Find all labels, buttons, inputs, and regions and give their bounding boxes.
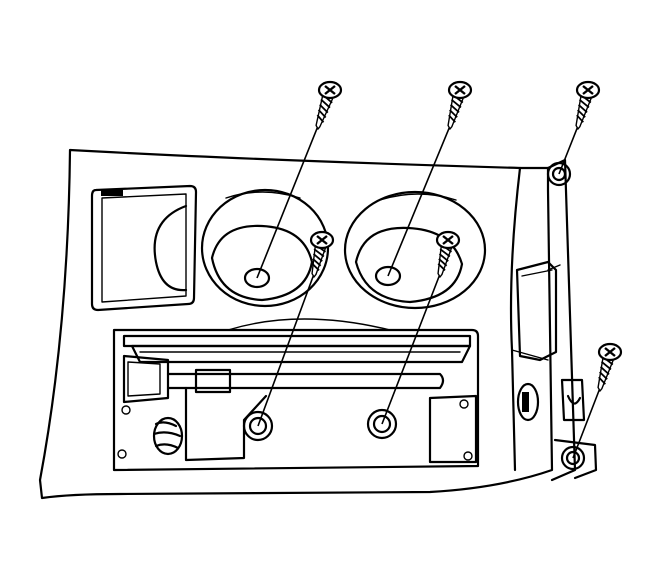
console-trim-panel	[38, 148, 598, 500]
phillips-screw-icon	[572, 342, 623, 459]
cup-holder-right	[343, 190, 487, 310]
right-side-switch	[515, 260, 586, 422]
cup-holder-left	[200, 188, 330, 308]
phillips-screw-icon	[257, 230, 335, 427]
screw-hole-icon	[242, 410, 274, 442]
phillips-screw-icon	[381, 230, 461, 425]
phillips-screw-icon	[558, 80, 601, 175]
phillips-screw-icon	[387, 80, 473, 277]
screw-hole-icon	[546, 161, 572, 187]
screw-hole-icon	[560, 445, 586, 471]
screws	[256, 80, 623, 459]
storage-door	[90, 184, 198, 312]
screw-holes	[242, 161, 586, 471]
screw-hole-icon	[366, 408, 398, 440]
lower-storage-bin	[112, 318, 480, 472]
phillips-screw-icon	[256, 80, 343, 279]
